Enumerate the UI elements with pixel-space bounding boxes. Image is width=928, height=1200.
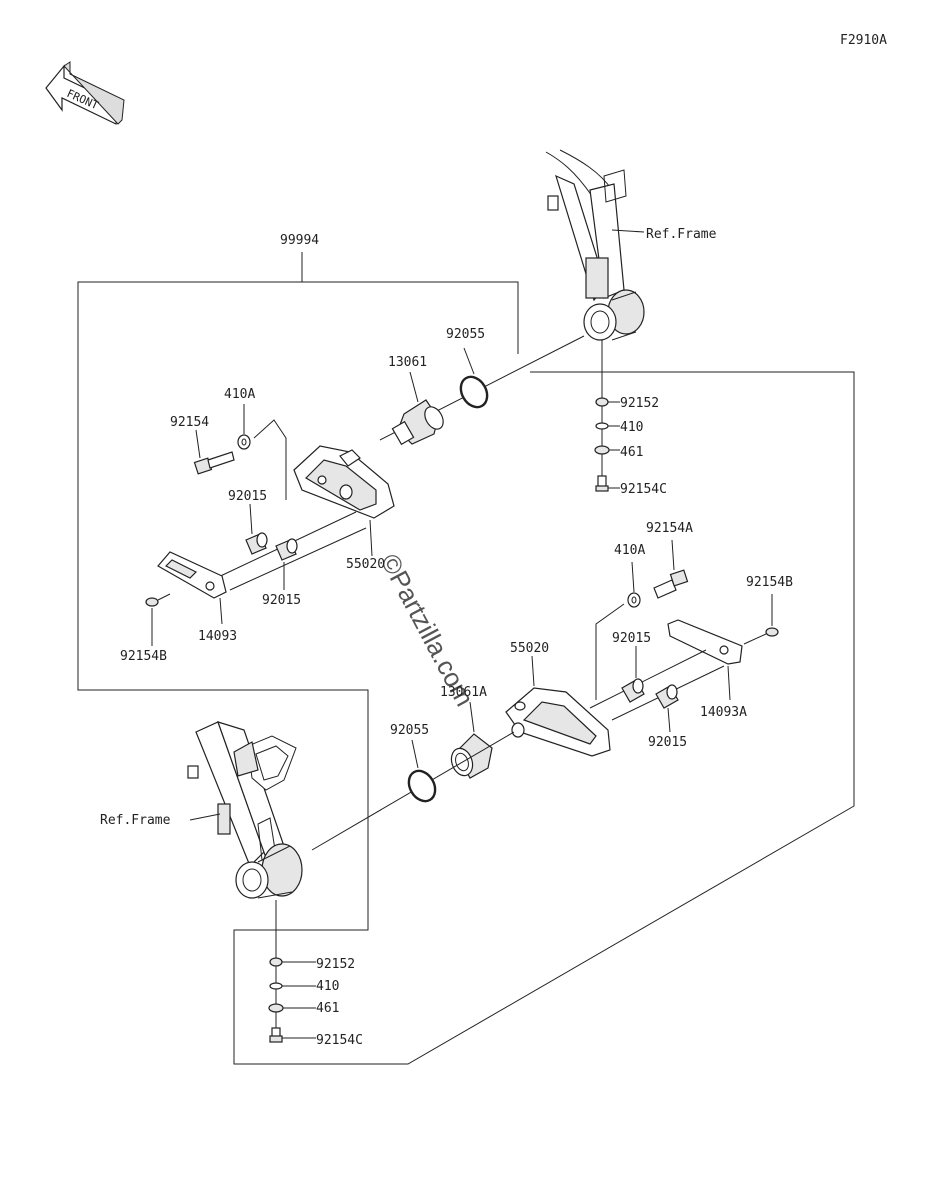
collar-13061 [391, 371, 444, 446]
label-92055-top: 92055 [446, 327, 485, 342]
assembly-outline [77, 252, 855, 1065]
collar-92015-top-a [245, 503, 268, 555]
washer-410-top [595, 422, 620, 430]
bolt-92154A [653, 539, 689, 599]
washer-410-bottom [269, 982, 316, 990]
plate-14093 [157, 551, 227, 625]
label-13061A: 13061A [440, 685, 487, 700]
label-92015-top-b: 92015 [262, 593, 301, 608]
oring-92055-bottom [407, 739, 437, 803]
label-92015-bottom-a: 92015 [612, 631, 651, 646]
washer-92152-bottom [269, 957, 316, 967]
label-92055-bottom: 92055 [390, 723, 429, 738]
bolt-92154 [193, 429, 235, 475]
collar-92015-bottom-b [655, 684, 679, 733]
plate-14093A [667, 619, 743, 701]
washer-410A-top [237, 404, 287, 500]
label-55020-top: 55020 [346, 557, 385, 572]
frame-top [545, 149, 645, 341]
label-92154C-top: 92154C [620, 482, 667, 497]
screw-92154B-top [145, 593, 171, 646]
label-ref-frame-top: Ref.Frame [646, 227, 717, 242]
washer-92152-top [595, 397, 620, 407]
label-92154: 92154 [170, 415, 209, 430]
nut-461-bottom [268, 1003, 316, 1013]
label-461-top: 461 [620, 445, 643, 460]
screw-92154B-bottom [743, 594, 779, 645]
label-ref-frame-bottom: Ref.Frame [100, 813, 171, 828]
label-14093: 14093 [198, 629, 237, 644]
label-92015-bottom-b: 92015 [648, 735, 687, 750]
label-410A-top: 410A [224, 387, 255, 402]
bolt-92154C-top [595, 475, 620, 492]
label-99994: 99994 [280, 233, 319, 248]
frame-bottom [187, 721, 303, 899]
label-92154B-top: 92154B [120, 649, 167, 664]
label-92154A: 92154A [646, 521, 693, 536]
label-13061: 13061 [388, 355, 427, 370]
oring-92055-top [459, 347, 489, 409]
label-55020-bottom: 55020 [510, 641, 549, 656]
slider-55020-top [293, 445, 395, 557]
label-410A-bottom: 410A [614, 543, 645, 558]
label-92152-bottom: 92152 [316, 957, 355, 972]
bolt-92154C-bottom [269, 1027, 316, 1043]
label-92152-top: 92152 [620, 396, 659, 411]
front-arrow-icon: FRONT [45, 61, 125, 125]
slider-55020-bottom [505, 655, 611, 757]
collar-92015-bottom-a [621, 646, 645, 703]
label-410-bottom: 410 [316, 979, 339, 994]
label-410-top: 410 [620, 420, 643, 435]
nut-461-top [594, 445, 620, 455]
label-92015-top-a: 92015 [228, 489, 267, 504]
label-14093A: 14093A [700, 705, 747, 720]
label-92154B-bottom: 92154B [746, 575, 793, 590]
washer-410A-bottom [595, 561, 641, 700]
label-461-bottom: 461 [316, 1001, 339, 1016]
label-92154C-bottom: 92154C [316, 1033, 363, 1048]
diagram-code: F2910A [840, 33, 887, 48]
collar-92015-top-b [275, 538, 298, 590]
